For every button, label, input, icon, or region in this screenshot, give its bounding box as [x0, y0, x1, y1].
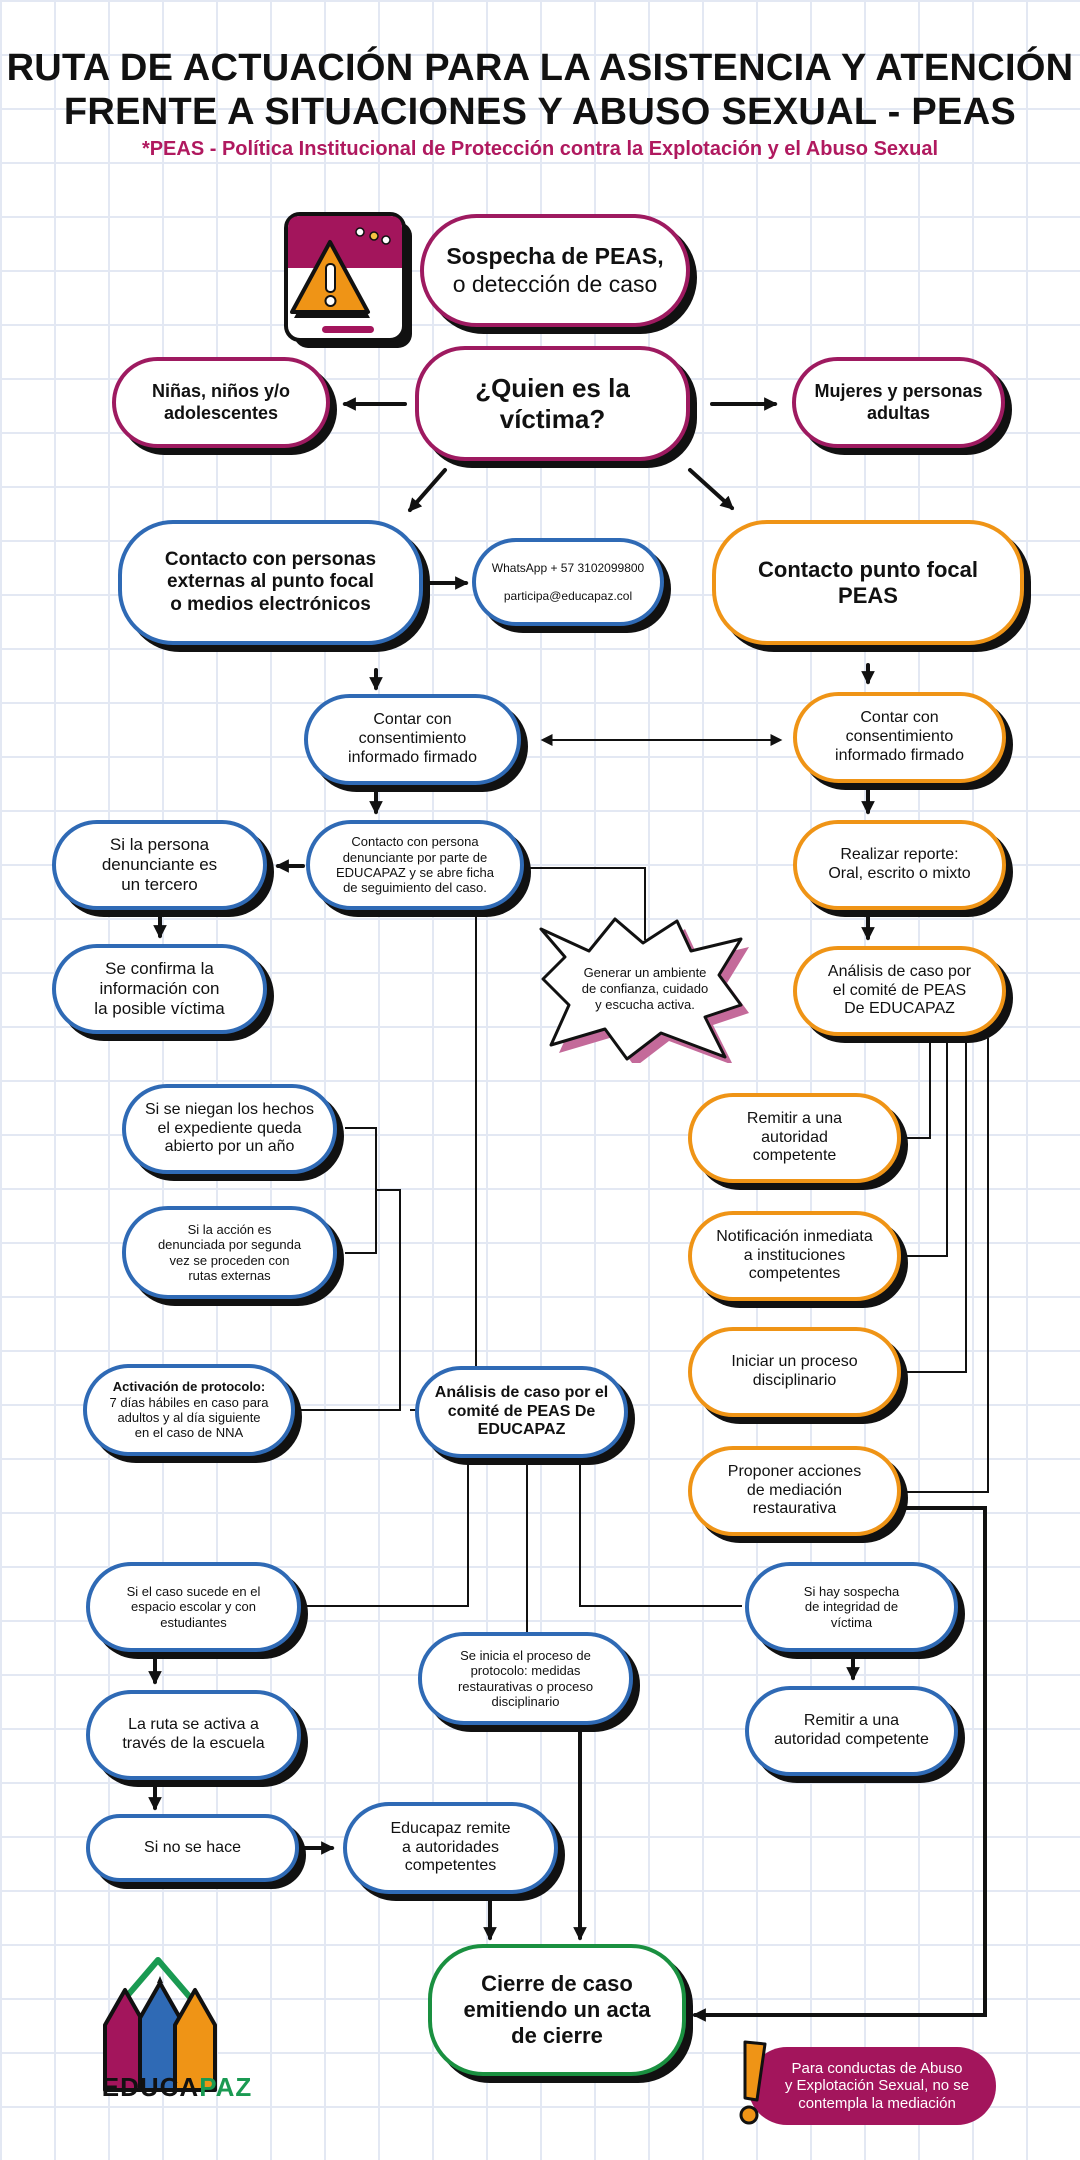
logo-text: EDUCAPAZ [82, 2072, 272, 2103]
node-proceso-disciplinario: Iniciar un proceso disciplinario [688, 1327, 901, 1417]
pencils-logo-icon [103, 1957, 217, 2092]
line-analisis-sospecha [579, 1458, 742, 1607]
node-ninos-adolescentes: Niñas, niños y/o adolescentes [112, 357, 330, 448]
node-analisis-right: Análisis de caso por el comité de PEAS D… [793, 946, 1006, 1036]
activacion-bold-text: Activación de protocolo: [112, 1379, 266, 1395]
node-educapaz-remite: Educapaz remite a autoridades competente… [343, 1802, 558, 1894]
line-contacto-burst [527, 867, 646, 940]
node-consentimiento-right: Contar con consentimiento informado firm… [793, 692, 1006, 783]
node-analisis-center: Análisis de caso por el comité de PEAS D… [415, 1366, 628, 1458]
node-cierre-caso: Cierre de caso emitiendo un acta de cier… [428, 1944, 686, 2076]
node-si-no-se-hace: Si no se hace [86, 1814, 299, 1882]
node-niegan-hechos: Si se niegan los hechos el expediente qu… [122, 1084, 337, 1174]
node-notificacion: Notificación inmediata a instituciones c… [688, 1211, 901, 1301]
activacion-rest-text: 7 días hábiles en caso para adultos y al… [109, 1394, 269, 1441]
node-contacto-externas: Contacto con personas externas al punto … [118, 520, 423, 645]
arrow-quien-contacto-focal [688, 468, 735, 510]
sospecha-rest-text: o detección de caso [452, 270, 658, 297]
arrow-mediacion-cierre [692, 1506, 987, 2022]
sospecha-bold-text: Sospecha de PEAS, [446, 243, 664, 270]
node-remitir-autoridad-2: Remitir a una autoridad competente [745, 1686, 958, 1776]
node-sospecha-integridad: Si hay sospecha de integridad de víctima [745, 1562, 958, 1652]
line-niegan-segunda [345, 1127, 377, 1254]
node-mediacion-restaurativa: Proponer acciones de mediación restaurat… [688, 1446, 901, 1536]
node-tercero: Si la persona denunciante es un tercero [52, 820, 267, 910]
node-consentimiento-left: Contar con consentimiento informado firm… [304, 694, 521, 785]
node-contacto-denunciante: Contacto con persona denunciante por par… [306, 820, 524, 910]
node-activacion-protocolo: Activación de protocolo:7 días hábiles e… [83, 1364, 295, 1456]
line-analisis-remitir [903, 1038, 931, 1139]
title-line-2: FRENTE A SITUACIONES Y ABUSO SEXUAL - PE… [63, 91, 1017, 133]
node-reporte: Realizar reporte: Oral, escrito o mixto [793, 820, 1006, 910]
mediation-note: Para conductas de Abuso y Explotación Se… [748, 2047, 996, 2125]
node-quien-es-victima: ¿Quien es la víctima? [415, 346, 690, 461]
arrow-quien-contacto-ext [408, 468, 447, 513]
alert-icon [284, 212, 412, 348]
node-whatsapp-email: WhatsApp + 57 3102099800 participa@educa… [472, 538, 664, 626]
node-confirma-victima: Se confirma la información con la posibl… [52, 944, 267, 1034]
node-sospecha: Sospecha de PEAS,o detección de caso [420, 214, 690, 327]
page-subtitle: *PEAS - Política Institucional de Protec… [141, 138, 939, 160]
node-remitir-autoridad: Remitir a una autoridad competente [688, 1093, 901, 1183]
title-line-1: RUTA DE ACTUACIÓN PARA LA ASISTENCIA Y A… [6, 47, 1074, 89]
line-analisis-mediacion [905, 1038, 989, 1493]
logo-text-educa: EDUCA [101, 2072, 200, 2102]
page-title: RUTA DE ACTUACIÓN PARA LA ASISTENCIA Y A… [0, 46, 1080, 134]
line-segunda-activacion [297, 1189, 401, 1411]
node-mujeres-adultas: Mujeres y personas adultas [792, 357, 1005, 448]
logo-text-paz: PAZ [199, 2072, 253, 2102]
node-segunda-vez: Si la acción es denunciada por segunda v… [122, 1206, 337, 1299]
line-analisis-disciplinario [905, 1038, 967, 1373]
node-inicia-protocolo: Se inicia el proceso de protocolo: medid… [418, 1632, 633, 1725]
burst-shape [539, 917, 749, 1063]
node-espacio-escolar: Si el caso sucede en el espacio escolar … [86, 1562, 301, 1652]
node-ruta-escuela: La ruta se activa a través de la escuela [86, 1690, 301, 1780]
node-contacto-focal: Contacto punto focal PEAS [712, 520, 1024, 645]
exclamation-icon [739, 2040, 767, 2125]
burst-text: Generar un ambiente de confianza, cuidad… [581, 965, 709, 1012]
line-analisis-notificacion [905, 1038, 948, 1257]
line-analisis-escolar [303, 1458, 469, 1607]
